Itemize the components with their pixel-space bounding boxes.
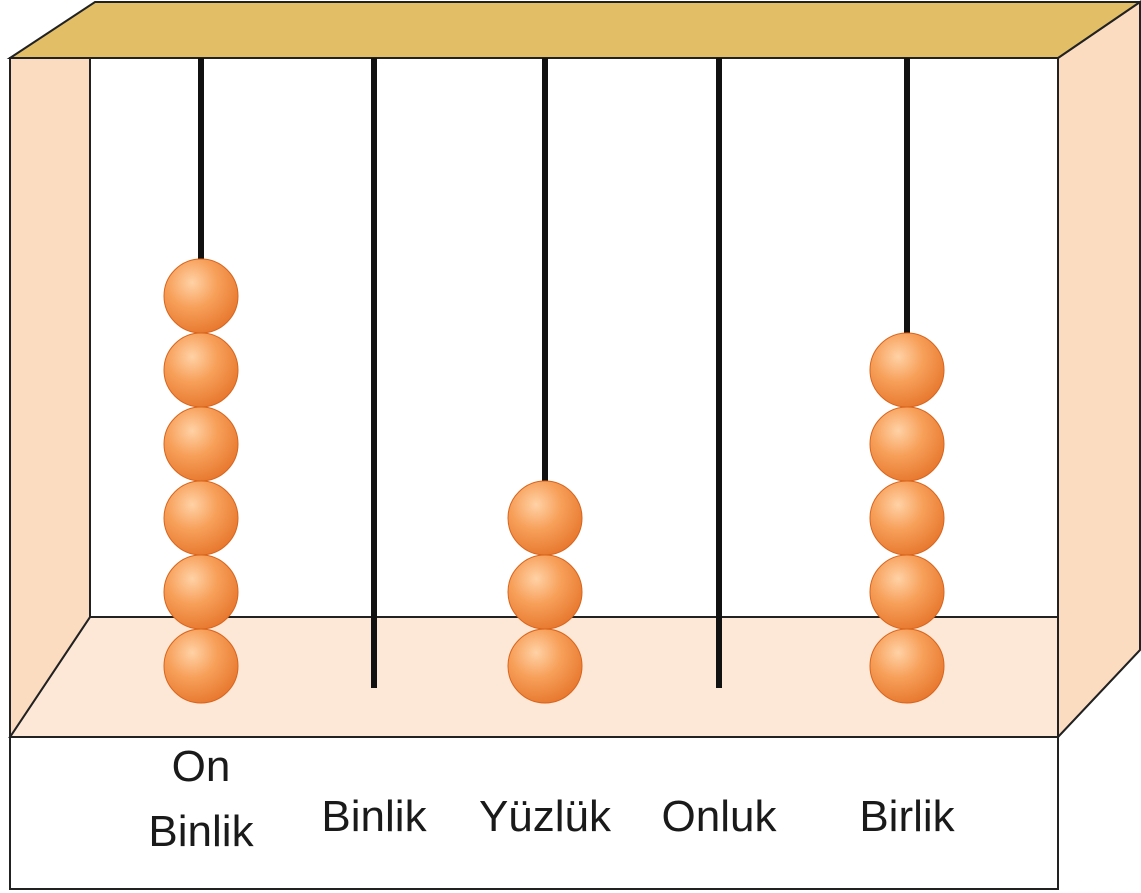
frame-right-side	[1057, 0, 1141, 740]
bead-on-binlik	[163, 554, 239, 630]
bead-birlik	[869, 480, 945, 556]
label-base-right-edge	[1057, 649, 1141, 738]
frame-top-bar	[6, 0, 1141, 59]
bead-on-binlik	[163, 406, 239, 482]
bead-birlik	[869, 406, 945, 482]
label-base-panel	[9, 736, 1059, 890]
bead-yuzluk	[507, 480, 583, 556]
bead-yuzluk	[507, 554, 583, 630]
bead-on-binlik	[163, 480, 239, 556]
bead-on-binlik	[163, 258, 239, 334]
rod-label-on-binlik: On	[172, 742, 231, 791]
bead-birlik	[869, 628, 945, 704]
bead-yuzluk	[507, 628, 583, 704]
bead-on-binlik	[163, 332, 239, 408]
bead-birlik	[869, 554, 945, 630]
rod-label-binlik: Binlik	[321, 792, 427, 841]
bead-on-binlik	[163, 628, 239, 704]
beads-layer	[163, 258, 945, 704]
frame-left-side	[9, 57, 91, 741]
bead-birlik	[869, 332, 945, 408]
rod-label-birlik: Birlik	[859, 792, 955, 841]
rod-label-on-binlik: Binlik	[148, 807, 254, 856]
rod-label-yuzluk: Yüzlük	[479, 792, 612, 841]
rod-label-onluk: Onluk	[662, 792, 778, 841]
